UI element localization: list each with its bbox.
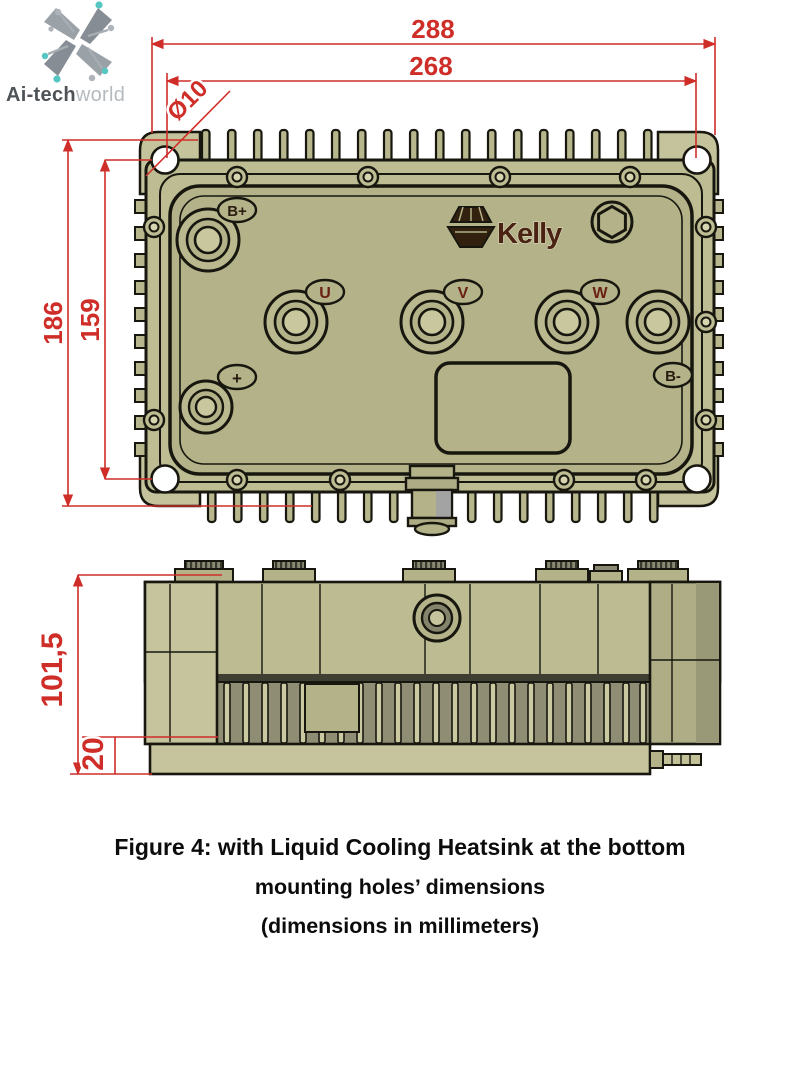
dim-label-side-height: 101,5 — [36, 632, 69, 707]
dim-leader-hole-dia — [145, 90, 231, 177]
dim-label-hole-spacing-width: 268 — [409, 51, 452, 81]
side-shadow-band — [145, 674, 720, 683]
mounting-hole-top-left — [150, 145, 180, 175]
terminal-label-plus: + — [232, 369, 242, 388]
dim-label-hole-spacing-height: 159 — [75, 298, 105, 341]
side-gland — [412, 593, 462, 643]
figure-caption: Figure 4: with Liquid Cooling Heatsink a… — [0, 834, 800, 939]
caption-line-1: Figure 4: with Liquid Cooling Heatsink a… — [114, 834, 686, 860]
cable-gland-top — [404, 464, 460, 537]
side-left-pillar — [143, 580, 219, 746]
dimension-annotations — [62, 37, 717, 776]
side-view — [143, 560, 722, 776]
dim-label-hole-diameter: Ø10 — [162, 75, 213, 126]
terminal-label-v: V — [458, 285, 469, 302]
mounting-hole-bottom-right — [682, 464, 712, 494]
vendor-logo: Ai-techworld — [0, 0, 170, 115]
kelly-brand-text: Kelly — [497, 218, 562, 250]
terminal-b-minus — [625, 289, 691, 355]
hose-barb — [649, 750, 702, 769]
terminal-label-b-minus: B- — [665, 368, 681, 385]
caption-line-2: mounting holes’ dimensions — [254, 875, 546, 899]
side-right-block — [648, 580, 722, 746]
nameplate — [434, 361, 572, 455]
vendor-logo-icon — [41, 1, 115, 83]
hex-plug — [590, 200, 634, 244]
technical-drawing: B+ U V W B- + Kelly — [36, 14, 724, 776]
vendor-logo-text-bold: Ai-tech — [6, 84, 76, 106]
caption-line-3: (dimensions in millimeters) — [260, 914, 540, 938]
side-front-block — [304, 683, 360, 733]
mounting-hole-top-right — [682, 145, 712, 175]
terminal-label-u: U — [319, 285, 331, 302]
terminal-label-w: W — [592, 285, 608, 302]
terminal-label-b-plus: B+ — [227, 203, 247, 220]
kelly-brand: Kelly — [446, 206, 564, 251]
terminal-labels: B+ U V W B- + — [216, 196, 694, 391]
kelly-brand-icon — [446, 206, 496, 248]
terminal-aux — [178, 379, 234, 435]
dim-label-overall-height: 186 — [38, 301, 68, 344]
dim-label-overall-width: 288 — [411, 14, 454, 44]
dim-label-plate-height: 20 — [77, 737, 110, 770]
vendor-logo-text: Ai-techworld — [6, 84, 125, 107]
mounting-holes — [150, 145, 712, 494]
top-view: B+ U V W B- + Kelly — [134, 128, 724, 537]
mounting-hole-bottom-left — [150, 464, 180, 494]
side-terminal-studs — [174, 560, 689, 585]
cooling-plate — [148, 742, 652, 776]
vendor-logo-text-light: world — [75, 84, 126, 106]
